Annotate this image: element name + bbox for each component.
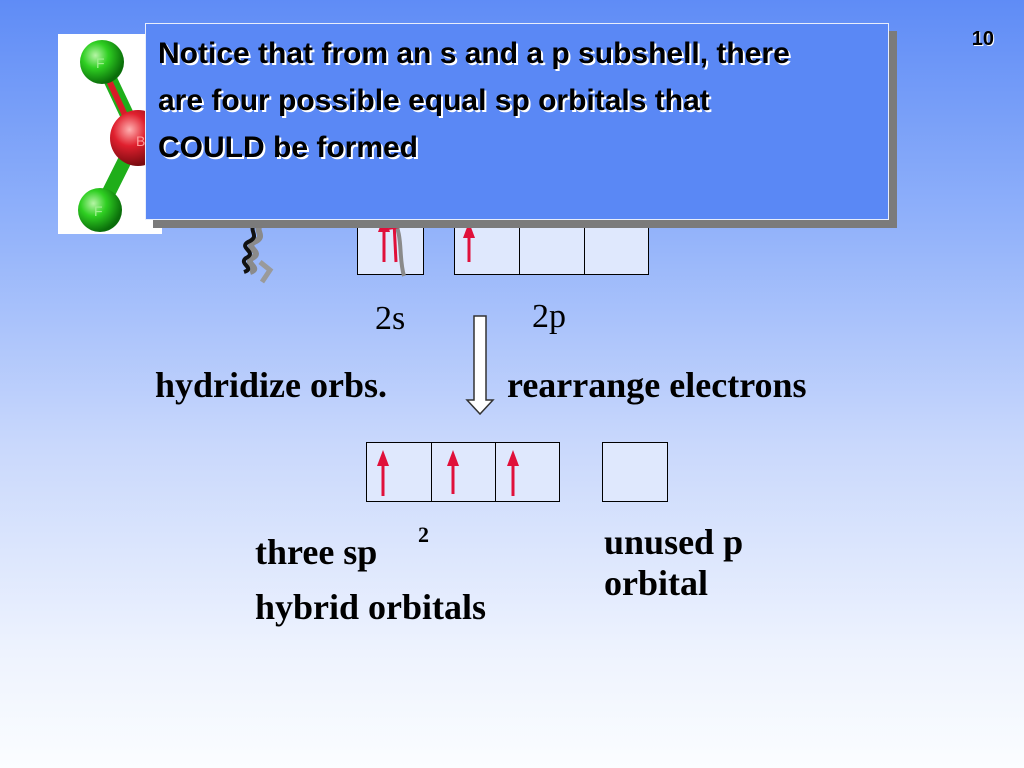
label-unused-p: unused p (604, 522, 744, 562)
process-down-arrow-icon (465, 315, 495, 416)
fluorine-atom-bottom (78, 188, 122, 232)
electron-sp2-3 (507, 450, 519, 496)
orbital-box-sp2-1 (366, 442, 432, 502)
orbital-box-sp2-3 (495, 442, 560, 502)
electron-2p (463, 222, 475, 262)
label-sp2-superscript: 2 (418, 522, 429, 547)
label-2s: 2s (375, 300, 406, 337)
orbital-box-sp2-2 (431, 442, 496, 502)
molecule-model-image: F B F (58, 34, 166, 234)
orbital-box-unused-p (602, 442, 668, 502)
electron-sp2-2 (447, 450, 459, 494)
slide-number: 10 (971, 28, 994, 50)
electron-sp2-1 (377, 450, 389, 496)
label-2p: 2p (532, 298, 566, 335)
atom-label-f2: F (94, 203, 103, 219)
callout-box: Notice that from an s and a p subshell, … (145, 23, 889, 220)
fluorine-atom-top (80, 40, 124, 84)
label-hybrid-orbitals: hybrid orbitals (255, 587, 487, 627)
label-orbital: orbital (604, 563, 708, 603)
atom-label-b: B (136, 133, 145, 149)
label-hydridize: hydridize orbs. (155, 365, 388, 405)
bf3-molecule-icon: F B F (78, 40, 166, 232)
label-three-sp: three sp (255, 532, 378, 572)
callout-text: Notice that from an s and a p subshell, … (158, 37, 790, 164)
motion-squiggle-icon (242, 221, 274, 284)
label-rearrange: rearrange electrons (507, 365, 807, 405)
atom-label-f1: F (96, 55, 105, 71)
